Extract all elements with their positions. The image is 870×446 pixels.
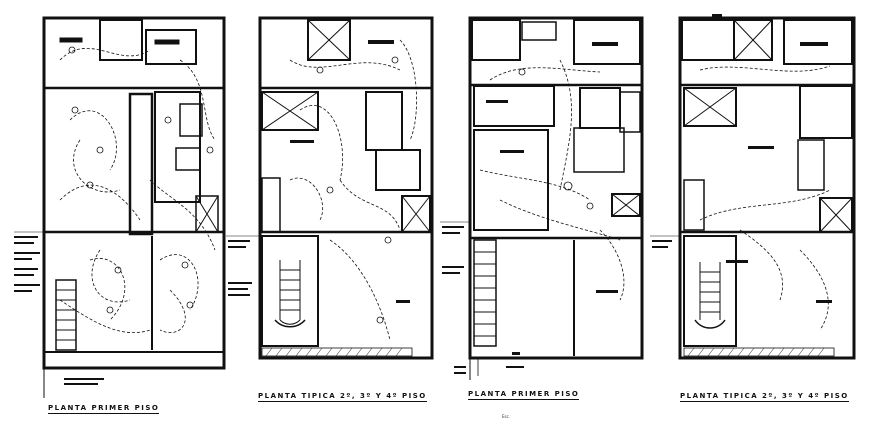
plan-3-outer-wall <box>468 16 644 360</box>
plan-1-title: PLANTA PRIMER PISO <box>48 404 160 412</box>
plan-3-title: PLANTA PRIMER PISO <box>468 390 580 398</box>
plan-1-outer-wall <box>42 16 226 370</box>
plan-4-outer-wall <box>678 16 856 360</box>
plan-4-title: PLANTA TIPICA 2º, 3º Y 4º PISO <box>680 392 849 400</box>
plan-3-ground-floor <box>440 16 644 380</box>
plan-2-electrical-typical-floor <box>226 16 434 360</box>
scale-note: Esc. <box>502 414 511 419</box>
plan-1-electrical-ground-floor <box>14 16 226 398</box>
plan-2-outer-wall <box>258 16 434 360</box>
plan-2-title: PLANTA TIPICA 2º, 3º Y 4º PISO <box>258 392 427 400</box>
plan-4-typical-floor <box>650 14 856 360</box>
